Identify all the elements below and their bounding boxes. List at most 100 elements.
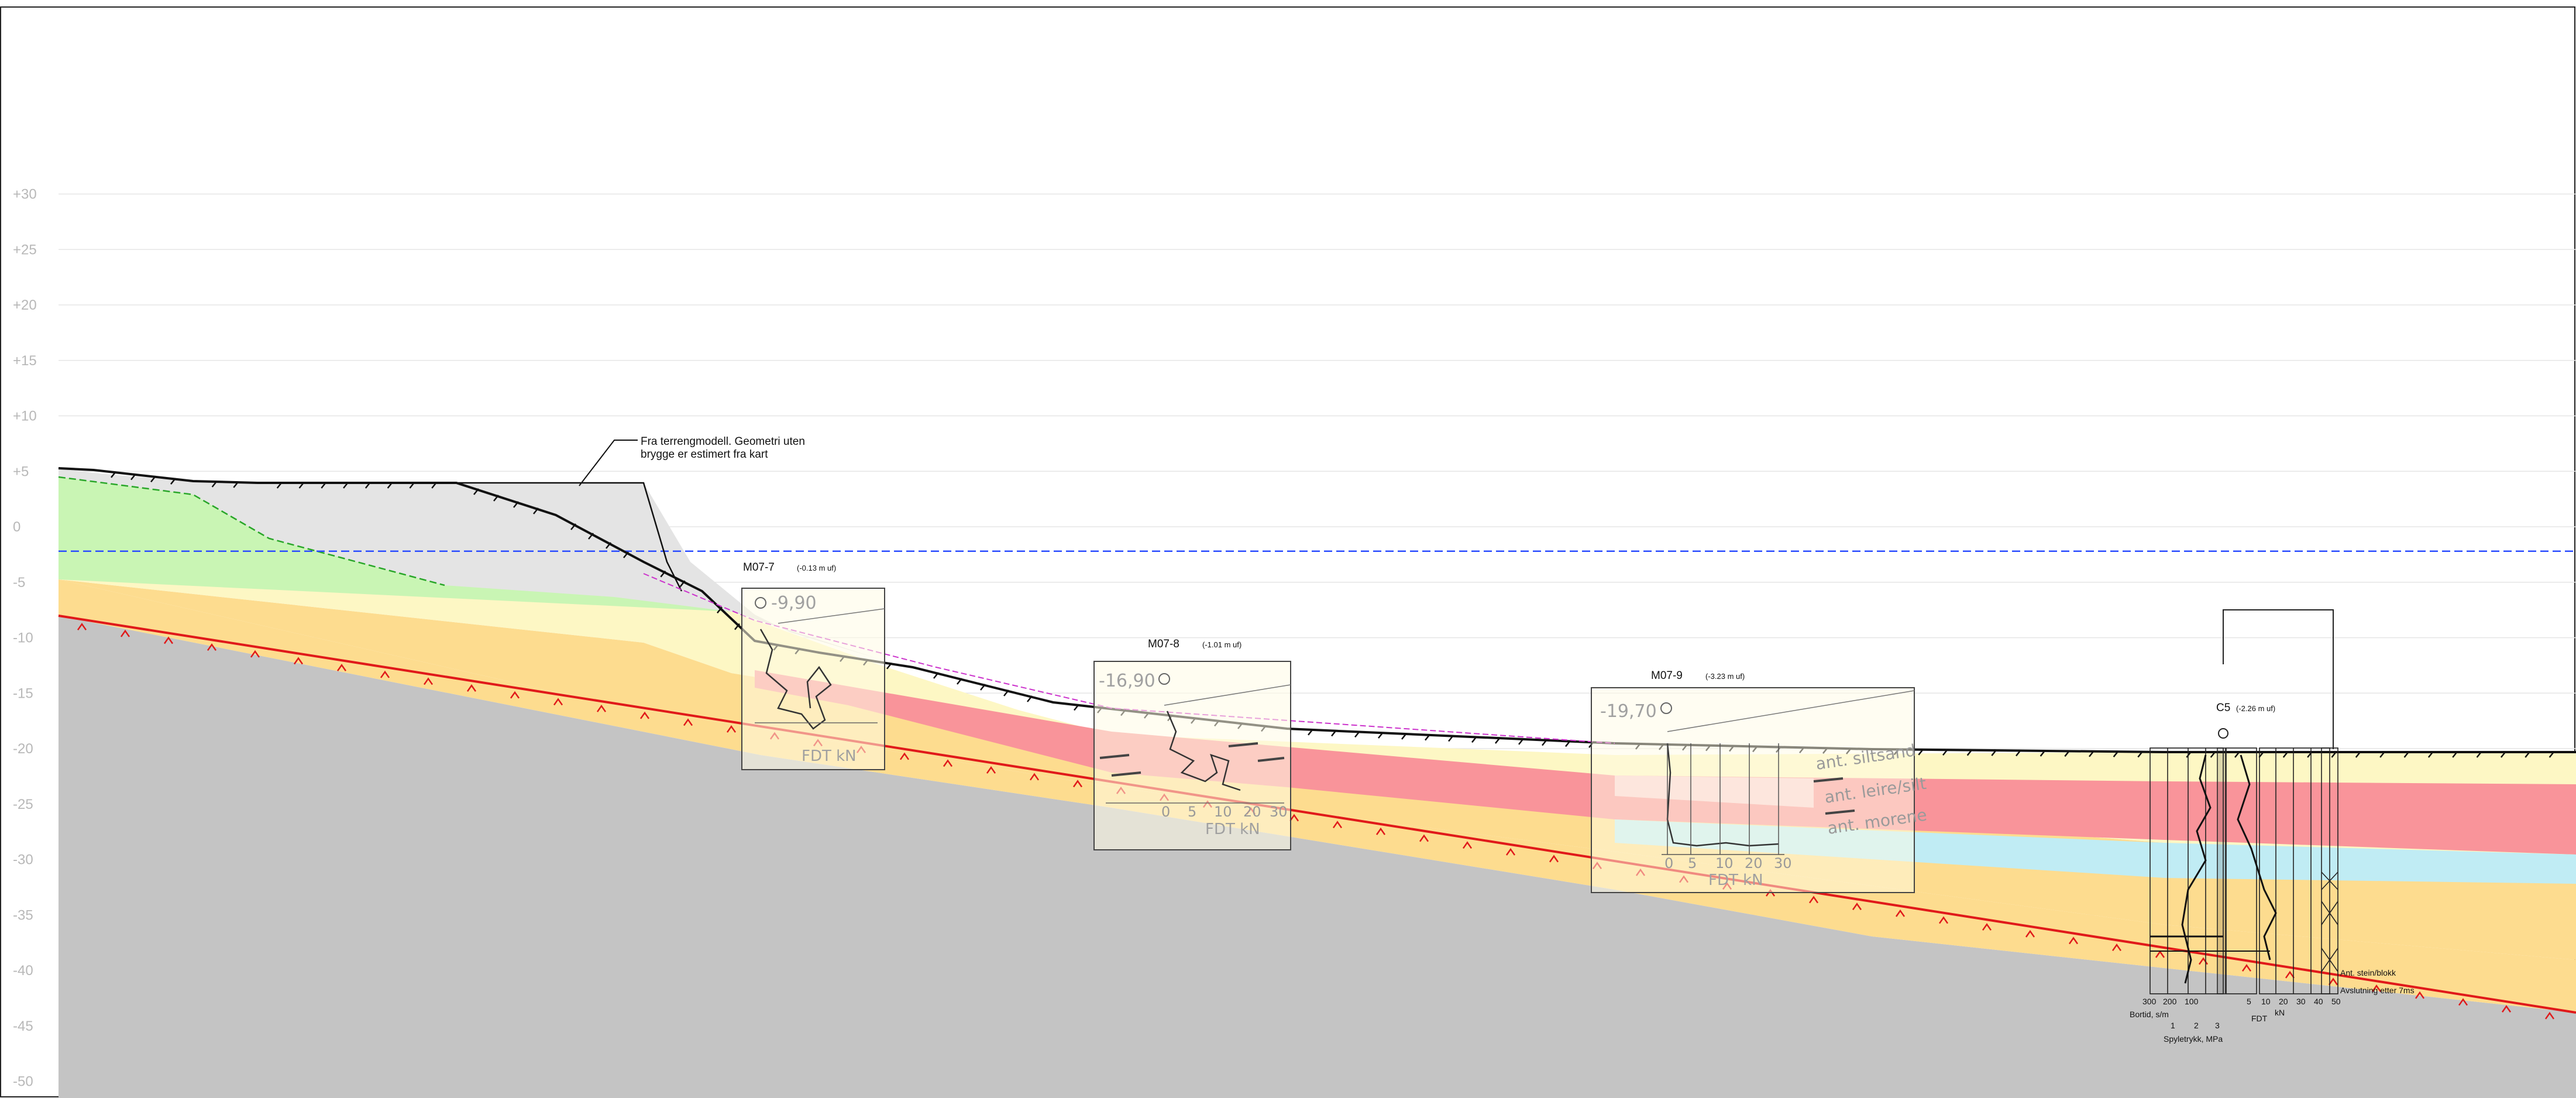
svg-text:300: 300 xyxy=(2142,997,2157,1006)
svg-text:30: 30 xyxy=(1774,855,1792,871)
rock-symbol xyxy=(1289,814,1299,822)
rock-symbol xyxy=(1808,895,1819,904)
terrain-hatch xyxy=(276,482,283,489)
terrain-hatch xyxy=(364,482,371,489)
profile-line xyxy=(643,573,1615,744)
rock-symbol xyxy=(2068,936,2079,945)
terrain-hatch xyxy=(2282,751,2289,758)
rock-symbol xyxy=(596,705,607,712)
borehole-marker-icon xyxy=(1158,673,1170,685)
terrain-hatch xyxy=(1966,749,1973,756)
terrain-hatch xyxy=(2040,750,2046,757)
svg-text:10: 10 xyxy=(1214,804,1232,820)
terrain-hatch xyxy=(1027,695,1033,702)
rock-symbol xyxy=(120,629,130,637)
borehole-elevation: -16,90 xyxy=(1099,671,1155,691)
rock-symbol xyxy=(943,759,953,767)
elevation-tick-label: +25 xyxy=(13,242,37,258)
svg-text:2: 2 xyxy=(2194,1021,2199,1030)
fdt-label: FDT kN xyxy=(1205,821,1260,838)
elevation-tick-label: +10 xyxy=(13,409,37,424)
terrain-hatch xyxy=(2403,751,2410,758)
borehole-elevation: -9,90 xyxy=(771,593,817,613)
borehole-marker-icon xyxy=(1660,702,1672,714)
borehole-elevation: -19,70 xyxy=(1600,701,1657,722)
rock-symbol xyxy=(423,677,434,685)
terrain-hatch xyxy=(1448,735,1454,742)
borehole-depth-note: (-0.13 m uf) xyxy=(797,564,836,572)
terrain-hatch xyxy=(933,672,939,679)
terrain-hatch xyxy=(321,482,327,489)
green-boundary-dashed xyxy=(58,476,445,586)
bortid-label: Bortid, s/m xyxy=(2130,1010,2169,1019)
terrain-hatch xyxy=(298,482,305,489)
svg-text:10: 10 xyxy=(1715,855,1734,871)
rock-symbol xyxy=(553,698,563,706)
terrain-hatch xyxy=(980,684,986,691)
terrain-hatch xyxy=(886,662,892,670)
rock-surface-line xyxy=(58,615,2576,1014)
terrain-hatch xyxy=(1378,732,1384,739)
layer-rock xyxy=(59,616,2576,1098)
rock-symbol xyxy=(1462,841,1473,849)
elevation-tick-label: -10 xyxy=(13,630,33,646)
rock-symbol xyxy=(2328,977,2338,986)
terrain-hatch xyxy=(717,606,723,614)
terrain-hatch xyxy=(1991,749,1997,756)
borehole-depth-note: (-1.01 m uf) xyxy=(1202,640,1241,649)
terrain-hatch xyxy=(2525,751,2531,758)
rock-symbol xyxy=(1938,916,1949,924)
terrain-hatch xyxy=(493,495,499,502)
svg-text:20: 20 xyxy=(1243,804,1261,820)
elevation-tick-label: +30 xyxy=(13,187,37,203)
terrain-hatch xyxy=(1918,749,1924,756)
layer-fill xyxy=(59,468,878,658)
terrain-hatch xyxy=(1354,730,1360,738)
rock-symbol xyxy=(77,623,87,631)
layer-clay xyxy=(755,670,2576,855)
terrain-hatch xyxy=(1003,689,1009,696)
elevation-axis: +30+25+20+15+10+50-5-10-15-20-25-30-35-4… xyxy=(13,187,37,1090)
rock-symbol xyxy=(899,752,910,760)
fdt-axis-ticks: 0 5 10 20 30 xyxy=(1664,855,1792,871)
rock-symbol xyxy=(2285,970,2295,979)
rock-symbol xyxy=(1072,780,1083,788)
borehole-id: M07-8 xyxy=(1148,638,1179,650)
svg-text:40: 40 xyxy=(2314,997,2323,1006)
terrain-hatch xyxy=(533,507,539,514)
rock-symbol xyxy=(510,691,520,699)
borehole-m07-7: M07-7 (-0.13 m uf) -9,90 FDT kN xyxy=(741,561,885,770)
terrain-hatch xyxy=(1565,740,1571,747)
rock-symbol xyxy=(1852,903,1862,911)
fdt-label: FDT xyxy=(2251,1014,2268,1023)
terrain-hatch xyxy=(2064,750,2071,757)
svg-text:0: 0 xyxy=(1161,804,1170,820)
terrain-note: Fra terrengmodell. Geometri uten brygge … xyxy=(579,435,805,486)
terrain-hatch xyxy=(2089,750,2094,757)
rock-symbol xyxy=(2458,998,2468,1006)
spyle-label: Spyletrykk, MPa xyxy=(2164,1034,2223,1044)
svg-text:1: 1 xyxy=(2171,1021,2175,1030)
elevation-tick-label: -30 xyxy=(13,852,33,868)
svg-text:50: 50 xyxy=(2331,997,2341,1006)
borehole-frame xyxy=(741,588,885,770)
terrain-hatch xyxy=(2016,749,2021,757)
rock-symbol xyxy=(1982,923,1992,931)
fdt-label: FDT kN xyxy=(802,747,857,765)
terrain-hatch xyxy=(170,478,176,485)
terrain-hatch xyxy=(2113,750,2119,757)
terrain-hatch xyxy=(606,542,611,549)
rock-symbol xyxy=(683,718,693,726)
terrain-hatch xyxy=(409,482,415,489)
terrain-hatch xyxy=(2234,751,2241,758)
svg-text:5: 5 xyxy=(2247,997,2251,1006)
svg-text:200: 200 xyxy=(2163,997,2177,1006)
rock-symbol xyxy=(2501,1005,2512,1013)
terrain-hatch xyxy=(1471,736,1477,743)
terrain-hatch xyxy=(623,551,629,558)
elevation-tick-label: 0 xyxy=(13,519,20,535)
elevation-tick-label: +20 xyxy=(13,297,37,313)
borehole-id: M07-7 xyxy=(743,561,775,574)
terrain-hatch xyxy=(2427,751,2434,758)
